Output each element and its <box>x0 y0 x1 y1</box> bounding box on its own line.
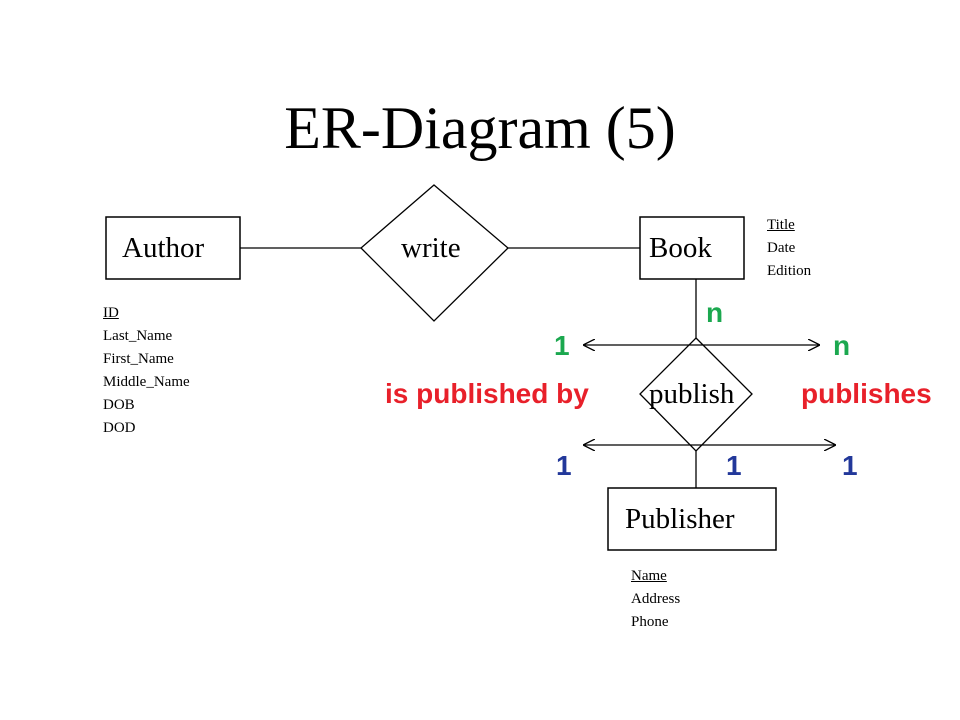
cardinality-upper-right: n <box>833 330 851 361</box>
publisher-attribute: Address <box>631 591 681 607</box>
cardinality-lower-right: 1 <box>842 450 858 481</box>
publish-relationship-label: publish <box>649 378 735 410</box>
book-attribute-primary-key: Title <box>767 217 795 233</box>
write-relationship-diamond[interactable] <box>360 184 509 322</box>
cardinality-book-publish: n <box>706 297 724 328</box>
author-attribute-primary-key: ID <box>103 305 119 321</box>
publisher-entity-label: Publisher <box>625 503 735 535</box>
write-relationship-label: write <box>401 232 461 264</box>
book-attribute: Edition <box>767 263 812 279</box>
publisher-entity-box[interactable] <box>607 487 777 551</box>
author-attribute: DOB <box>103 397 135 413</box>
diagram-title: ER-Diagram (5) <box>284 95 676 161</box>
author-entity-box[interactable] <box>105 216 241 280</box>
author-attribute-list: ID Last_Name First_Name Middle_Name DOB … <box>103 302 190 440</box>
role-is-published-by: is published by <box>385 378 589 409</box>
book-entity-box[interactable] <box>639 216 745 280</box>
publisher-attribute-primary-key: Name <box>631 568 667 584</box>
cardinality-lower-middle: 1 <box>726 450 742 481</box>
author-attribute: Middle_Name <box>103 374 190 390</box>
publisher-attribute: Phone <box>631 614 669 630</box>
publish-relationship-diamond[interactable] <box>639 337 753 452</box>
author-attribute: DOD <box>103 420 136 436</box>
book-attribute-list: Title Date Edition <box>767 214 811 283</box>
author-attribute: First_Name <box>103 351 174 367</box>
role-publishes: publishes <box>801 378 932 409</box>
publisher-attribute-list: Name Address Phone <box>631 565 680 634</box>
book-entity-label: Book <box>649 232 712 264</box>
cardinality-lower-left: 1 <box>556 450 572 481</box>
cardinality-upper-left: 1 <box>554 330 570 361</box>
author-entity-label: Author <box>122 232 205 264</box>
book-attribute: Date <box>767 240 796 256</box>
author-attribute: Last_Name <box>103 328 173 344</box>
